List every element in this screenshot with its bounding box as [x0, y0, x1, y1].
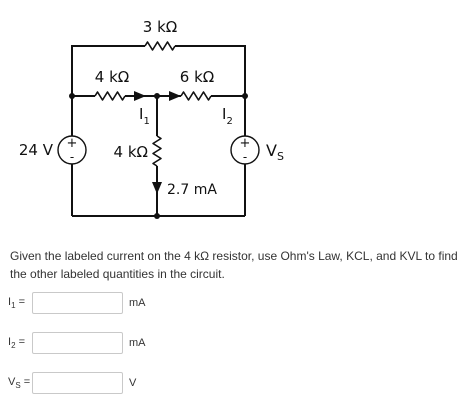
answer-label-vs: VS =	[8, 375, 31, 391]
voltage-source-left: + -	[57, 135, 87, 165]
resistor-top	[144, 41, 176, 51]
label-r-left: 4 kΩ	[95, 68, 129, 86]
answer-input-vs[interactable]	[32, 372, 123, 394]
label-r-right: 6 kΩ	[180, 68, 214, 86]
label-source-right: VS	[266, 141, 284, 163]
answer-row-i1: I1 = mA	[8, 290, 146, 316]
answer-label-i2: I2 =	[8, 335, 25, 351]
source-left-plus: +	[67, 136, 78, 151]
arrow-i1	[134, 91, 146, 101]
source-right-minus: -	[243, 150, 247, 164]
node-right	[242, 93, 248, 99]
question-text: Given the labeled current on the 4 kΩ re…	[10, 249, 458, 281]
source-right-plus: +	[240, 136, 251, 151]
answer-input-i2[interactable]	[32, 332, 123, 354]
node-left	[69, 93, 75, 99]
answer-row-i2: I2 = mA	[8, 330, 146, 356]
label-current-middle: 2.7 mA	[167, 182, 217, 198]
node-bottom	[154, 213, 160, 219]
arrow-middle-current	[152, 182, 162, 194]
answer-unit-vs: V	[129, 377, 137, 389]
label-current-i2: I2	[222, 105, 233, 127]
label-current-i1: I1	[139, 105, 150, 127]
answer-row-vs: VS = V	[8, 370, 136, 396]
answer-unit-i1: mA	[129, 297, 146, 309]
answer-unit-i2: mA	[129, 337, 146, 349]
label-r-middle: 4 kΩ	[114, 143, 148, 161]
answer-label-i1: I1 =	[8, 295, 25, 311]
resistor-middle	[152, 135, 162, 167]
circuit-diagram: + - + - 3 kΩ 4 kΩ 6 kΩ 4 kΩ 24 V VS I1 I…	[19, 18, 284, 219]
voltage-source-right: + -	[230, 135, 260, 165]
source-left-minus: -	[70, 150, 74, 164]
resistor-right	[180, 91, 212, 101]
resistor-left	[94, 91, 126, 101]
arrow-i2	[169, 91, 181, 101]
node-middle	[154, 93, 160, 99]
label-r-top: 3 kΩ	[143, 18, 177, 36]
label-source-left: 24 V	[19, 141, 54, 159]
answer-input-i1[interactable]	[32, 292, 123, 314]
